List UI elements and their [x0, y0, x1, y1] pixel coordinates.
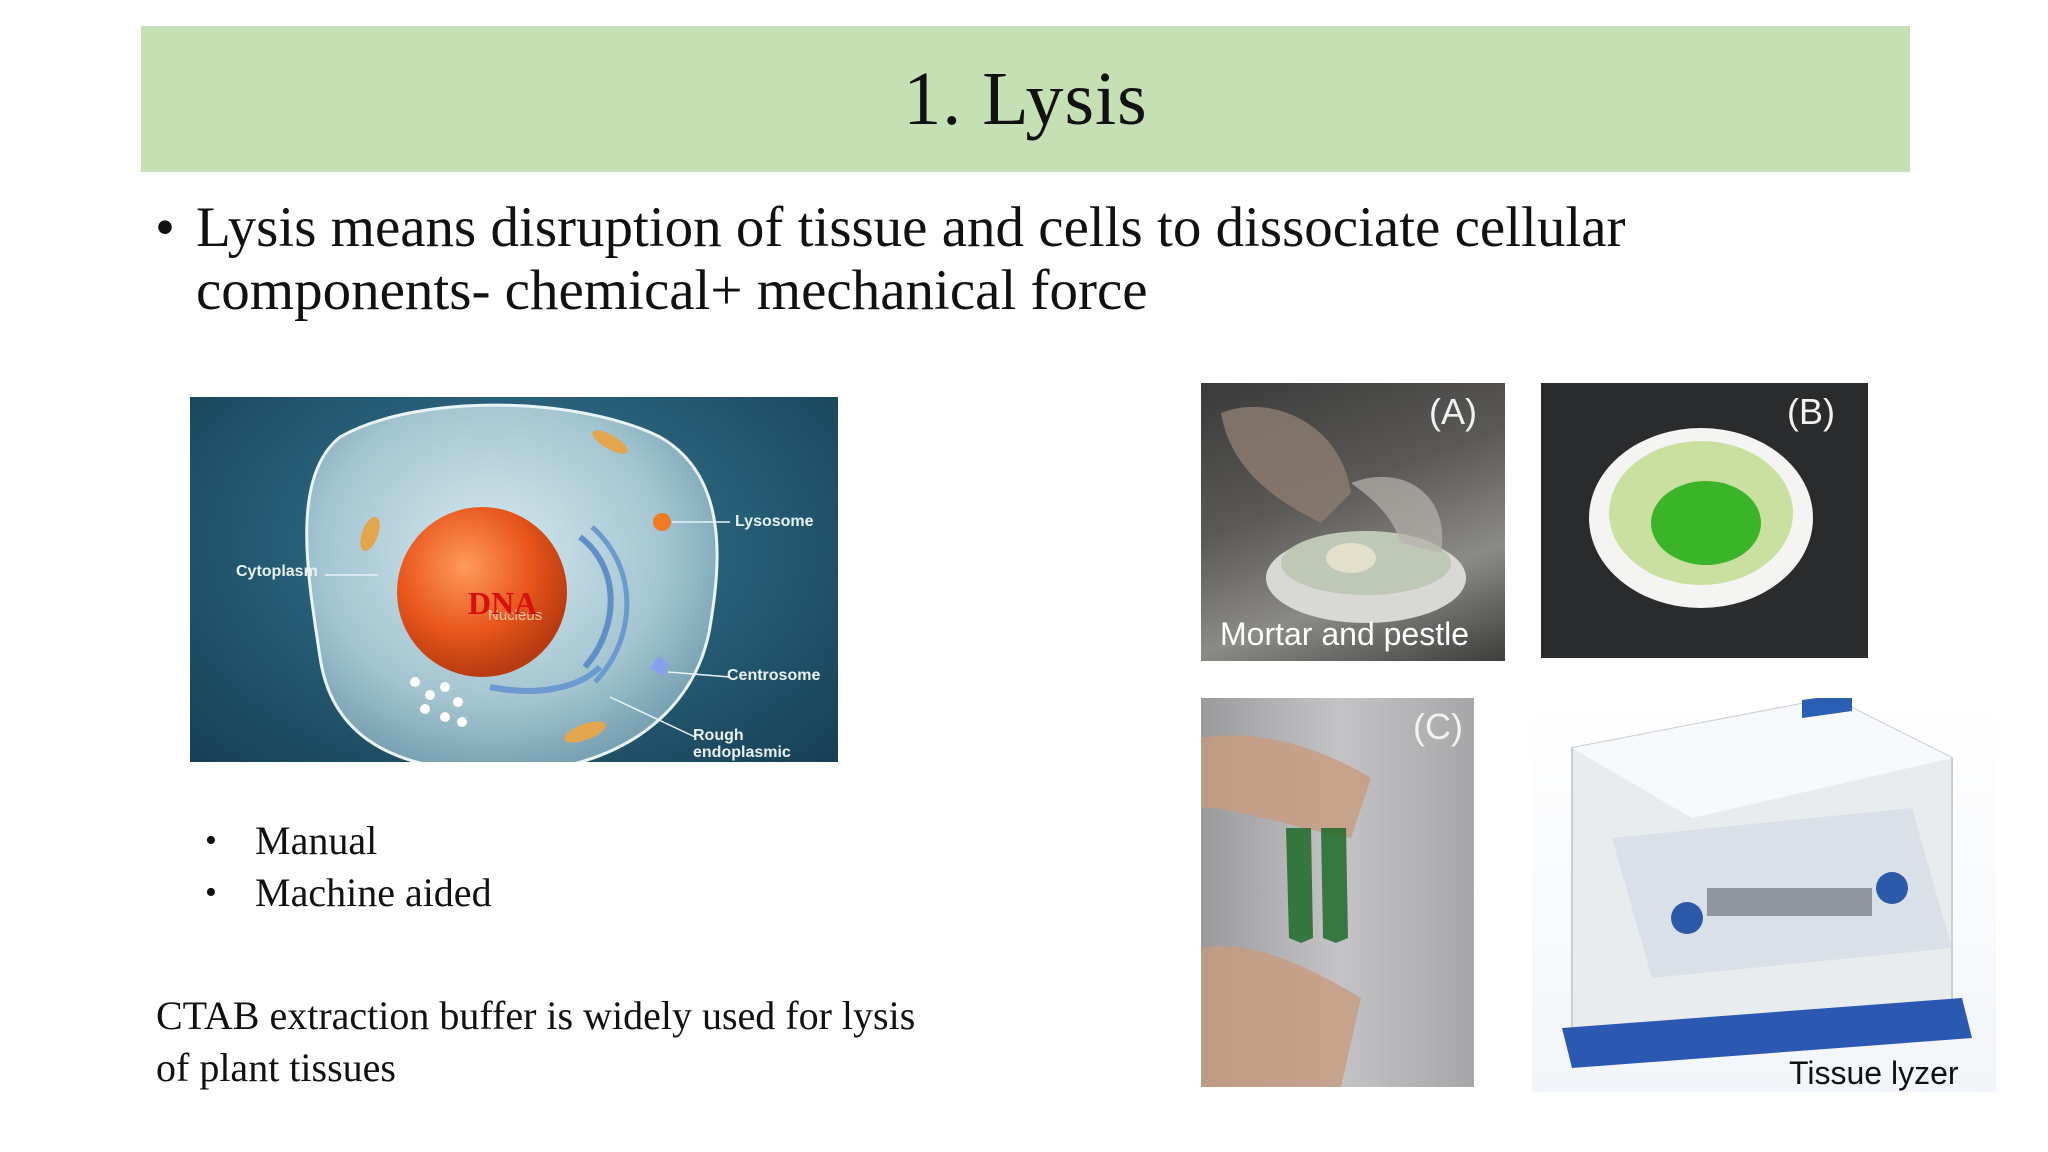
cell-illustration [305, 403, 731, 762]
list-item: • Machine aided [205, 867, 492, 919]
main-bullet: • Lysis means disruption of tissue and c… [155, 196, 1875, 322]
photo-tag-b: (B) [1787, 391, 1835, 432]
ctab-note-line-1: CTAB extraction buffer is widely used fo… [156, 993, 916, 1038]
photo-tag-c: (C) [1413, 706, 1463, 747]
lysosome-label: Lysosome [735, 513, 814, 530]
bullet-marker: • [205, 822, 217, 859]
rough-er-label-2: endoplasmic [693, 744, 791, 761]
photo-green-extract: (B) [1541, 383, 1868, 658]
method-list: • Manual • Machine aided [205, 815, 492, 919]
photo-mortar-pestle: (A) Mortar and pestle [1201, 383, 1505, 661]
cytoplasm-label: Cytoplasm [236, 563, 318, 580]
bullet-marker: • [205, 874, 217, 911]
tubes-illustration [1201, 735, 1371, 1087]
photo-tissue-lyzer: Tissue lyzer [1532, 698, 1996, 1092]
main-bullet-line-2: components- chemical+ mechanical force [196, 259, 1148, 322]
mortar-illustration [1221, 406, 1466, 623]
slide-title: 1. Lysis [903, 56, 1148, 141]
nucleus-label: Nucleus [488, 607, 543, 624]
photo-tag-a: (A) [1429, 391, 1477, 432]
dna-label: DNA [468, 585, 538, 621]
main-bullet-line-1: Lysis means disruption of tissue and cel… [196, 196, 1626, 259]
list-item: • Manual [205, 815, 492, 867]
tissue-lyzer-illustration [1562, 698, 1972, 1068]
ctab-note-line-2: of plant tissues [156, 1045, 396, 1090]
title-bar: 1. Lysis [141, 26, 1910, 172]
centrosome-label: Centrosome [727, 667, 821, 684]
bullet-marker: • [155, 196, 175, 259]
cell-diagram: Cytoplasm Lysosome Centrosome Rough endo… [190, 397, 838, 762]
ctab-note: CTAB extraction buffer is widely used fo… [156, 990, 996, 1094]
photo-caption-mortar: Mortar and pestle [1220, 616, 1470, 652]
list-item-text: Machine aided [255, 870, 492, 915]
photo-caption-tissue-lyzer: Tissue lyzer [1789, 1055, 1959, 1091]
nucleus-shape [397, 507, 567, 677]
rough-er-label-1: Rough [693, 727, 744, 744]
list-item-text: Manual [255, 818, 378, 863]
bowl-illustration [1589, 428, 1813, 608]
photo-tubes: (C) [1201, 698, 1474, 1087]
